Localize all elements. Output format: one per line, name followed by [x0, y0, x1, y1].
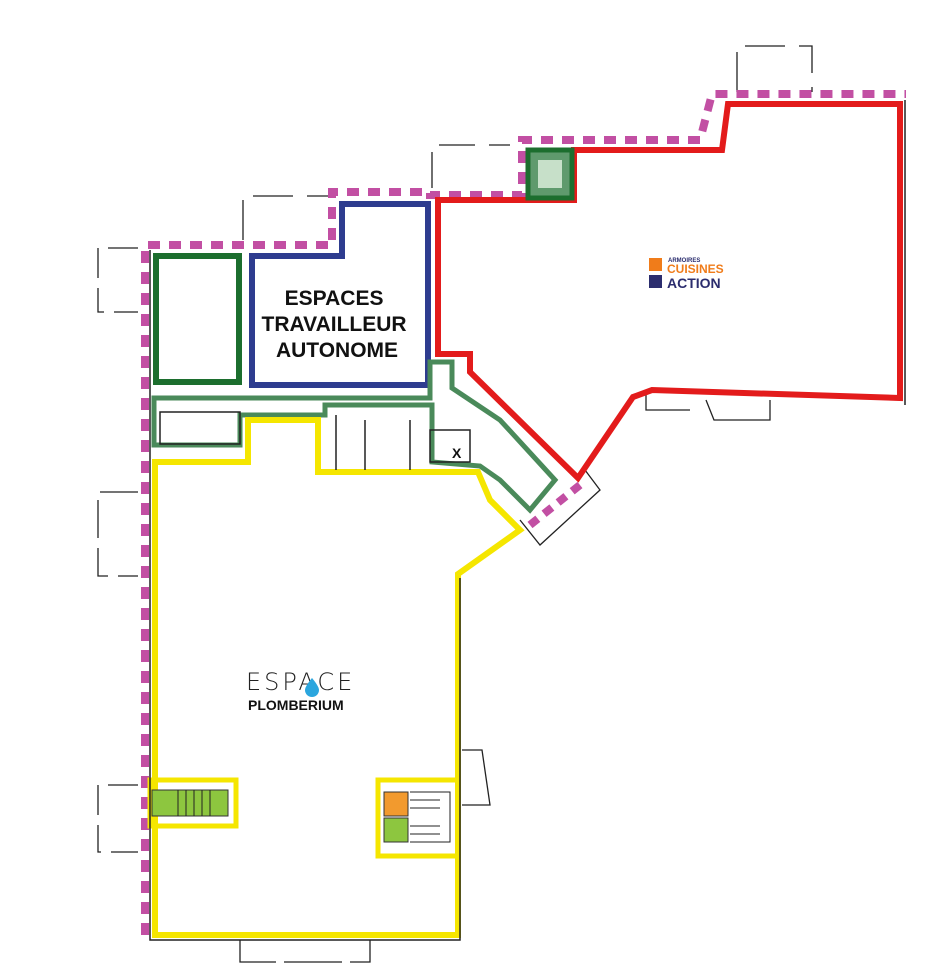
stair-treads — [177, 790, 451, 843]
travailleur-line3: AUTONOME — [276, 339, 398, 362]
travailleur-line2: TRAVAILLEUR — [262, 313, 407, 336]
interior-walls — [149, 100, 906, 941]
dotted-boundary — [141, 90, 906, 935]
cuisines-small-label: ARMOIRES — [668, 258, 700, 264]
plomberium-logo-word: ESPACE — [246, 668, 355, 696]
cuisines-action-logo: ARMOIRES CUISINES ACTION — [649, 258, 724, 291]
cuisines-action-zone — [435, 101, 903, 483]
water-drop-icon — [305, 678, 319, 697]
cuisines-line1: CUISINES — [667, 262, 724, 276]
dark-green-room — [525, 147, 575, 201]
green-room-left — [153, 253, 242, 385]
exterior-outlines — [97, 45, 813, 963]
stair-block-right-outline — [375, 777, 461, 859]
travailleur-label: ESPACES TRAVAILLEUR AUTONOME — [262, 287, 413, 362]
plomberium-name: PLOMBERIUM — [248, 697, 344, 713]
lift-x-mark: X — [452, 445, 462, 461]
cuisines-navy-square — [649, 275, 662, 288]
plomberium-zone — [152, 417, 525, 938]
dotted-boundary-diag — [527, 481, 583, 529]
cuisines-line2: ACTION — [667, 275, 721, 291]
cuisines-orange-square — [649, 258, 662, 271]
travailleur-zone — [249, 201, 431, 388]
dark-green-room-inner — [538, 160, 562, 188]
stair-block-orange — [383, 791, 409, 817]
stair-block-left — [151, 789, 229, 817]
stair-block-green — [383, 817, 409, 843]
plomberium-logo: ESPACE PLOMBERIUM — [246, 668, 355, 713]
travailleur-line1: ESPACES — [285, 287, 384, 310]
